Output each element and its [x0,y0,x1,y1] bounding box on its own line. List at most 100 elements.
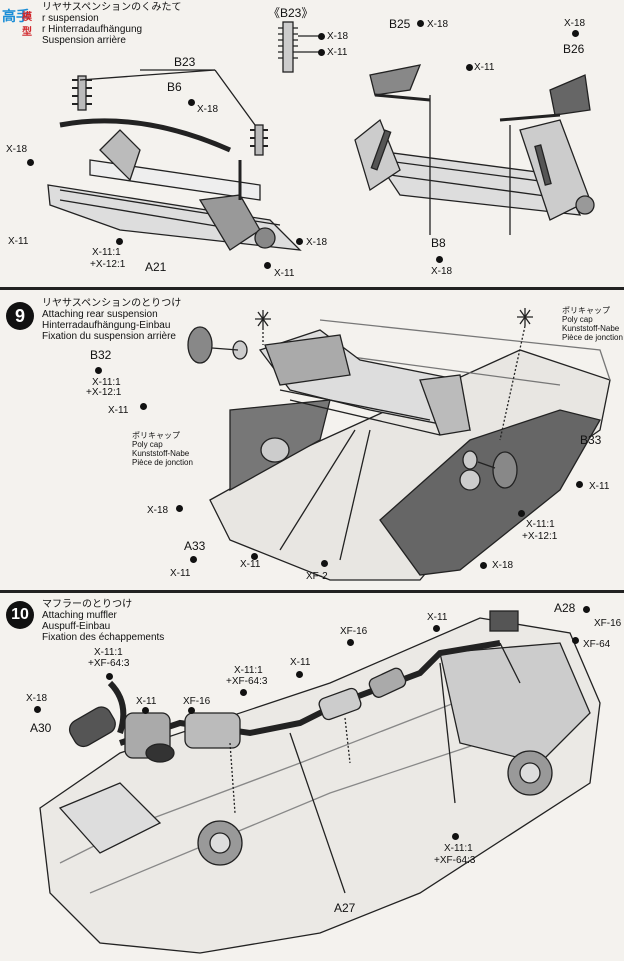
part-x11: X-11 [427,612,448,623]
part-x18: X-18 [564,18,586,29]
title-fr: Fixation des échappements [42,632,165,643]
title-en: Attaching muffler [42,610,117,621]
title-jp: リヤサスペンションのとりつけ [42,298,182,309]
screw-icon [480,562,487,569]
poly-cap-de: Kunststoff-Nabe [562,324,620,333]
part-x12-ratio: +X-12:1 [90,259,126,270]
rear-suspension-drawing [47,21,595,251]
screw-icon [34,706,41,713]
part-x18: X-18 [427,19,449,30]
screw-icon [576,481,583,488]
part-x11: X-11 [327,47,348,58]
screw-icon [188,707,195,714]
title-de: r Hinterradaufhängung [42,24,143,35]
part-x18: X-18 [6,144,28,155]
part-xf2: XF-2 [306,571,328,582]
part-x11: X-11 [136,696,157,707]
screw-icon [296,238,303,245]
part-xf64: +XF-64:3 [226,676,268,687]
part-x11: X-11 [170,568,191,579]
title-jp: マフラーのとりつけ [42,599,133,610]
screw-icon [264,262,271,269]
screw-icon [318,33,325,40]
screw-icon [417,20,424,27]
part-xf64: +XF-64:3 [88,658,130,669]
screw-icon [583,606,590,613]
part-x12-ratio: +X-12:1 [522,531,558,542]
screw-icon [240,689,247,696]
poly-cap-en: Poly cap [562,315,593,324]
screw-icon [190,556,197,563]
part-x11: X-11 [474,62,495,73]
part-x18: X-18 [197,104,219,115]
screw-icon [296,671,303,678]
part-xf16: XF-16 [340,626,368,637]
part-x11-ratio: X-11:1 [92,247,121,258]
screw-icon [433,625,440,632]
part-x11: X-11 [589,481,610,492]
screw-icon [27,159,34,166]
inset-label: 《B23》 [268,6,314,20]
screw-icon [188,99,195,106]
part-a21: A21 [145,260,167,274]
part-b8: B8 [431,236,446,250]
part-x11-ratio: X-11:1 [234,665,263,676]
part-x11-ratio: X-11:1 [526,519,555,530]
screw-icon [176,505,183,512]
part-xf16: XF-16 [183,696,211,707]
step-8-title: リヤサスペンションのくみたて r suspension r Hinterrada… [42,2,182,46]
part-x11: X-11 [290,657,311,668]
poly-cap-label-left: ポリキャップ Poly cap Kunststoff-Nabe Pièce de… [132,431,193,467]
part-b32: B32 [90,348,112,362]
title-fr: Fixation du suspension arrière [42,331,176,342]
screw-icon [518,510,525,517]
step-8-panel: 高手 模型 リヤサスペンションのくみたて r suspension r Hint… [0,0,624,290]
poly-cap-jp: ポリキャップ [132,431,180,440]
part-x18: X-18 [327,31,349,42]
screw-icon [318,49,325,56]
rear-suspension-mount-drawing [187,308,611,581]
title-fr: Suspension arrière [42,35,126,46]
title-de: Hinterradaufhängung-Einbau [42,320,171,331]
screw-icon [251,553,258,560]
screw-icon [466,64,473,71]
step-9-panel: 9 リヤサスペンションのとりつけ Attaching rear suspensi… [0,290,624,593]
poly-cap-label-right: ポリキャップ Poly cap Kunststoff-Nabe Pièce de… [562,306,623,342]
part-x11: X-11 [108,405,129,416]
watermark-line1: 高手 [2,8,30,24]
title-en: Attaching rear suspension [42,309,158,320]
part-x11-ratio: X-11:1 [92,377,121,388]
part-xf64: XF-64 [583,639,611,650]
part-x11: X-11 [274,268,295,279]
part-x12-ratio: +X-12:1 [86,387,122,398]
part-xf64: +XF-64:3 [434,855,476,866]
part-x11-ratio: X-11:1 [444,843,473,854]
screw-icon [95,367,102,374]
step-10-panel: 10 マフラーのとりつけ Attaching muffler Auspuff-E… [0,593,624,961]
poly-cap-en: Poly cap [132,440,163,449]
part-a27: A27 [334,901,356,915]
step-number-badge: 10 [6,601,34,629]
part-b23: B23 [174,55,196,69]
poly-cap-fr: Pièce de jonction [132,458,193,467]
part-x18: X-18 [306,237,328,248]
poly-cap-fr: Pièce de jonction [562,333,623,342]
part-b33: B33 [580,433,602,447]
step-10-title: マフラーのとりつけ Attaching muffler Auspuff-Einb… [42,599,164,643]
screw-icon [436,256,443,263]
part-a30: A30 [30,721,52,735]
screw-icon [140,403,147,410]
part-x11: X-11 [8,236,29,247]
part-x11-ratio: X-11:1 [94,647,123,658]
part-b25: B25 [389,17,411,31]
part-xf16: XF-16 [594,618,622,629]
screw-icon [116,238,123,245]
part-x18: X-18 [492,560,514,571]
step-9-title: リヤサスペンションのとりつけ Attaching rear suspension… [42,298,181,342]
part-x18: X-18 [26,693,48,704]
title-de: Auspuff-Einbau [42,621,111,632]
screw-icon [142,707,149,714]
part-x18: X-18 [431,266,453,277]
screw-icon [106,673,113,680]
screw-icon [452,833,459,840]
